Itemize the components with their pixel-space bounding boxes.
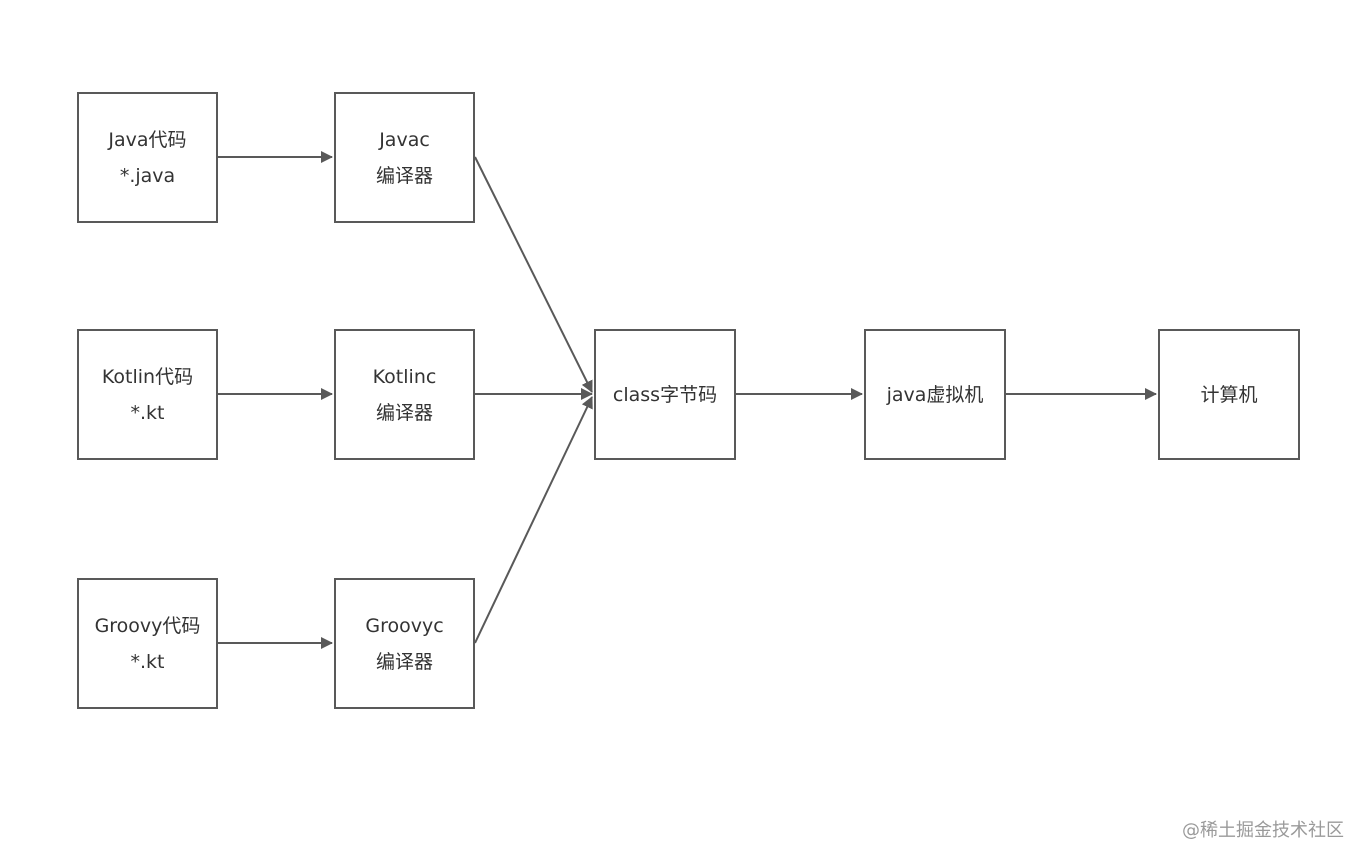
groovyc-title: Groovyc [365, 614, 444, 637]
kotlin-source-title: Kotlin代码 [101, 365, 194, 388]
kotlin-source-node: Kotlin代码 *.kt [77, 329, 218, 460]
groovy-source-extension: *.kt [130, 650, 165, 673]
edge-javac-to-bytecode [474, 156, 593, 393]
groovy-source-node: Groovy代码 *.kt [77, 578, 218, 709]
edge-groovyc-to-bytecode [474, 396, 593, 644]
bytecode-node: class字节码 [594, 329, 736, 460]
javac-node: Javac 编译器 [334, 92, 475, 223]
kotlinc-node: Kotlinc 编译器 [334, 329, 475, 460]
java-source-node: Java代码 *.java [77, 92, 218, 223]
groovyc-node: Groovyc 编译器 [334, 578, 475, 709]
java-source-title: Java代码 [108, 128, 187, 151]
groovy-source-title: Groovy代码 [94, 614, 201, 637]
bytecode-label: class字节码 [612, 383, 718, 406]
kotlinc-title: Kotlinc [372, 365, 437, 388]
watermark: @稀土掘金技术社区 [1182, 820, 1344, 841]
kotlinc-subtitle: 编译器 [375, 401, 433, 424]
javac-subtitle: 编译器 [375, 164, 433, 187]
computer-node: 计算机 [1158, 329, 1300, 460]
java-source-extension: *.java [119, 164, 176, 187]
jvm-label: java虚拟机 [886, 383, 984, 406]
computer-label: 计算机 [1200, 383, 1258, 406]
javac-title: Javac [379, 128, 430, 151]
kotlin-source-extension: *.kt [130, 401, 165, 424]
groovyc-subtitle: 编译器 [375, 650, 433, 673]
jvm-node: java虚拟机 [864, 329, 1006, 460]
